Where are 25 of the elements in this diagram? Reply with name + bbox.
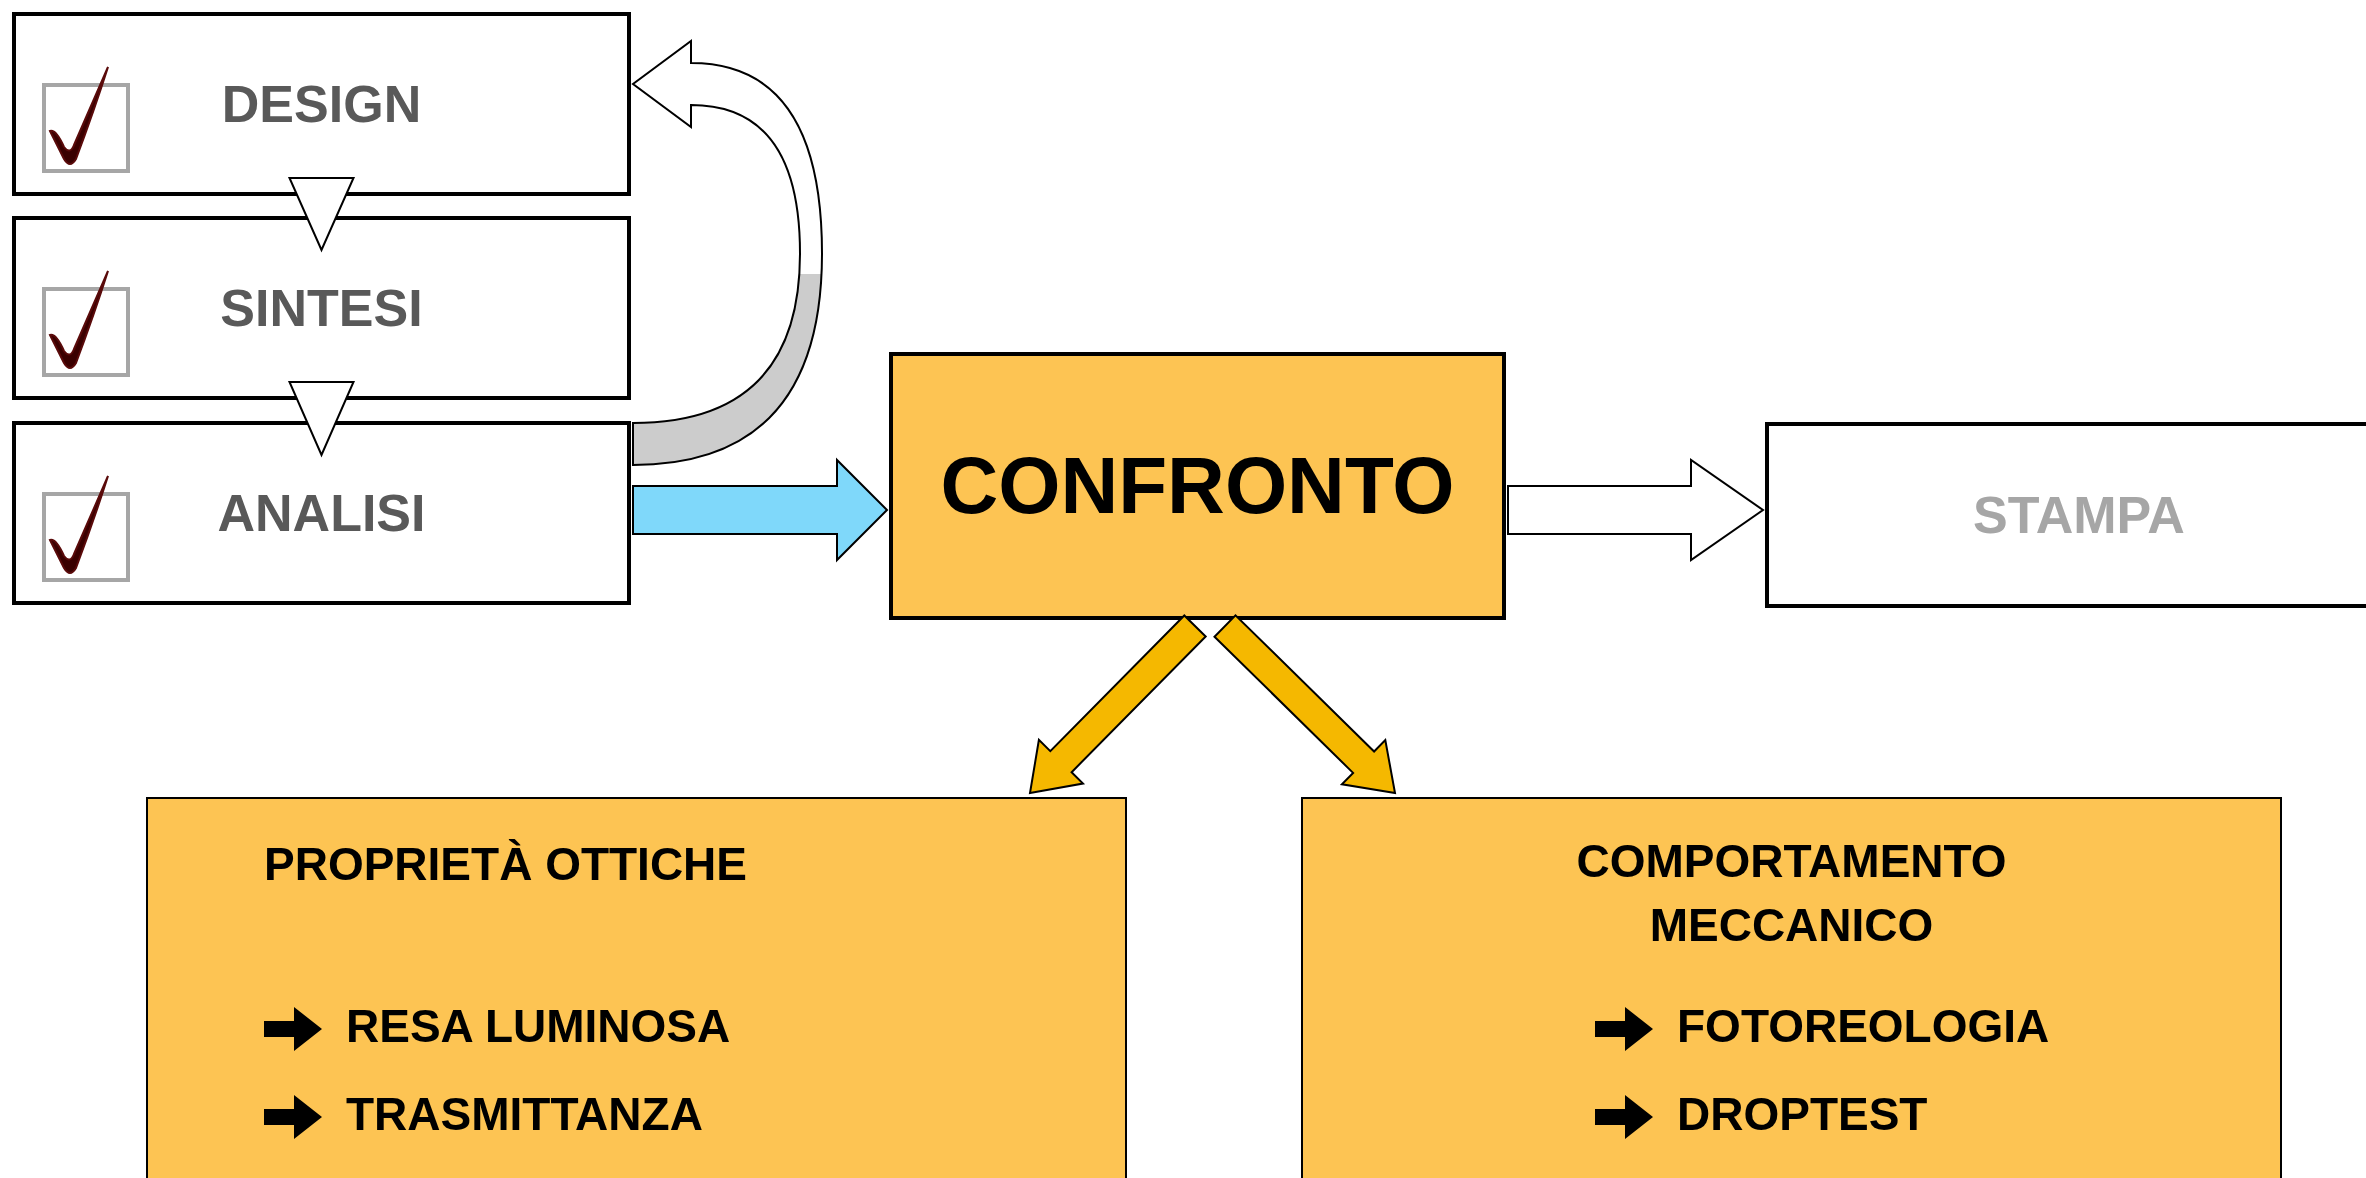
block-arrow <box>1507 458 1765 562</box>
node-title: CONFRONTO <box>939 440 1456 532</box>
step-box <box>12 216 631 400</box>
result-panel <box>146 797 1127 1178</box>
panel-heading: COMPORTAMENTO MECCANICO <box>1575 834 2008 953</box>
result-panel <box>1301 797 2282 1178</box>
list-item: RESA LUMINOSA <box>346 999 731 1053</box>
curved-arrow <box>632 40 823 466</box>
step-box <box>12 421 631 605</box>
block-arrow <box>632 457 889 563</box>
step-label: DESIGN <box>220 74 423 134</box>
list-item: FOTOREOLOGIA <box>1677 999 2050 1053</box>
step-label: ANALISI <box>216 483 427 543</box>
list-item: DROPTEST <box>1677 1087 1928 1141</box>
down-arrow <box>287 381 356 458</box>
step-label: SINTESI <box>219 278 424 338</box>
step-box <box>12 12 631 196</box>
panel-heading: PROPRIETÀ OTTICHE <box>264 837 748 891</box>
down-arrow <box>287 177 356 253</box>
process-box <box>889 352 1506 620</box>
block-arrow <box>1213 613 1397 795</box>
step-label: STAMPA <box>1972 485 2186 545</box>
list-item: TRASMITTANZA <box>346 1087 703 1141</box>
output-box <box>1765 422 2366 608</box>
block-arrow <box>1028 614 1208 795</box>
